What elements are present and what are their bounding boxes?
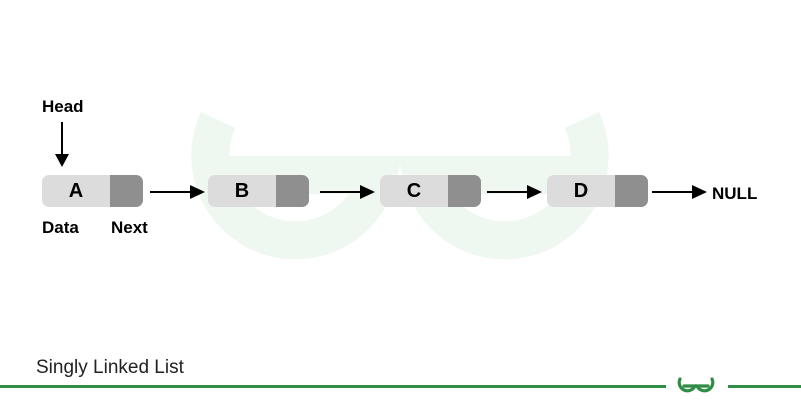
data-label: Data	[42, 218, 79, 237]
null-label: NULL	[712, 184, 758, 203]
node-d-next	[615, 175, 648, 207]
footer-line-right	[728, 385, 801, 388]
next-label: Next	[111, 218, 148, 237]
node-b-next	[276, 175, 309, 207]
node-b-data: B	[208, 175, 276, 207]
node-c-next	[448, 175, 481, 207]
arrow-b-c	[320, 185, 375, 199]
head-arrow	[55, 122, 69, 167]
node-a-data: A	[42, 175, 110, 207]
node-d-data: D	[547, 175, 615, 207]
node-a-next	[110, 175, 143, 207]
diagram-caption: Singly Linked List	[36, 357, 184, 378]
arrow-c-d	[487, 185, 542, 199]
arrow-d-null	[652, 185, 707, 199]
arrow-a-b	[150, 185, 205, 199]
node-c-data: C	[380, 175, 448, 207]
gfg-logo-icon	[677, 377, 715, 393]
footer-line-left	[0, 385, 666, 388]
head-label: Head	[42, 97, 84, 116]
